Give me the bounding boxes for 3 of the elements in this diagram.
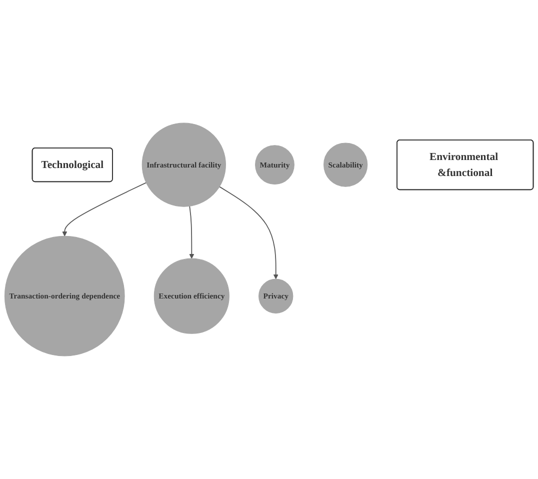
arrow	[62, 182, 147, 236]
arrow	[189, 206, 194, 259]
arrow	[219, 186, 278, 280]
